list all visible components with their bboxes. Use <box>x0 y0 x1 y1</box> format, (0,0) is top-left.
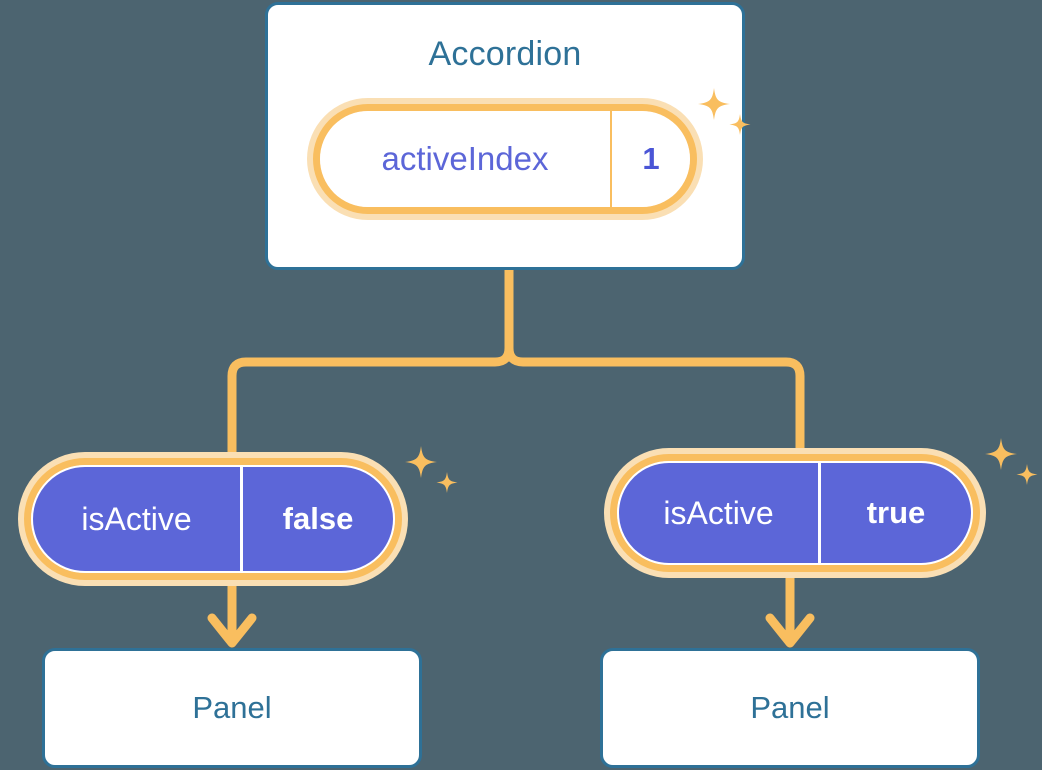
component-title: Panel <box>750 690 830 725</box>
state-pill-activeindex[interactable]: activeIndex 1 <box>307 98 703 220</box>
connector-tree <box>227 265 514 460</box>
state-key: isActive <box>619 463 821 563</box>
state-pill-isactive-false[interactable]: isActive false <box>18 452 408 586</box>
connector-tree-right <box>504 343 805 457</box>
pill-body: isActive false <box>31 465 395 573</box>
component-node-panel-right[interactable]: Panel <box>600 648 980 768</box>
state-value: true <box>866 495 926 530</box>
sparkles-icon <box>985 438 1038 485</box>
state-key: activeIndex <box>320 111 612 207</box>
state-value: false <box>282 501 354 536</box>
component-node-panel-left[interactable]: Panel <box>42 648 422 768</box>
arrow-down-icon-right <box>765 578 815 648</box>
pill-body: isActive true <box>617 461 973 565</box>
state-pill-isactive-true[interactable]: isActive true <box>604 448 986 578</box>
state-key: isActive <box>33 467 243 571</box>
component-title: Panel <box>192 690 272 725</box>
arrow-down-icon-left <box>207 583 257 648</box>
pill-body: activeIndex 1 <box>320 111 690 207</box>
sparkles-icon <box>405 446 458 493</box>
component-title: Accordion <box>428 35 582 73</box>
state-value: 1 <box>642 141 660 176</box>
